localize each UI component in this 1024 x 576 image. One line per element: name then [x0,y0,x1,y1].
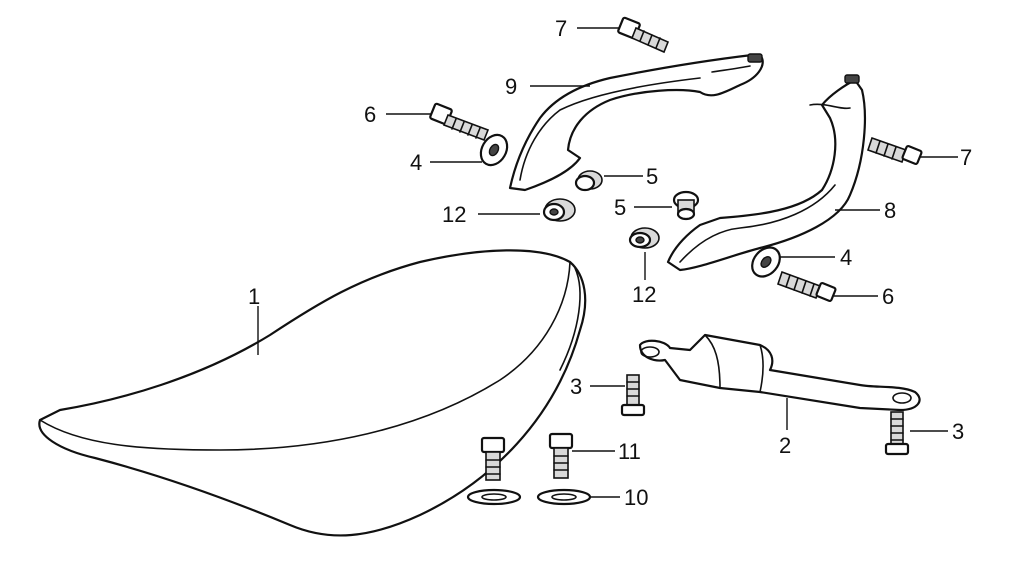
callout-bolt-lower-right: 6 [882,284,894,309]
callout-washer-left: 4 [410,150,422,175]
collar-mid [672,190,700,221]
callout-bracket-bolt-left: 3 [570,374,582,399]
bracket-bolt-right [884,411,910,456]
stud-bolt-right [548,432,574,479]
callout-rubber-right: 12 [632,282,656,307]
leader-lines [257,27,958,498]
bolt-lower-right [776,270,837,302]
callout-stud-bolt: 11 [618,439,641,464]
washer-right [751,246,781,278]
callout-seat-bracket: 2 [779,433,791,458]
callout-collar-mid: 5 [614,195,626,220]
seat [38,249,587,537]
callout-collar-top: 5 [646,164,658,189]
callout-bracket-bolt-right: 3 [952,419,964,444]
callout-flat-washer: 10 [624,485,648,510]
callouts: 1 2 3 3 4 4 5 5 6 6 7 7 8 9 10 11 12 12 [248,16,972,510]
grab-rail-left [508,53,764,192]
callout-grab-rail-left: 9 [505,74,517,99]
callout-grab-rail-right: 8 [884,198,896,223]
callout-rubber-left: 12 [442,202,466,227]
callout-bolt-right: 7 [960,145,972,170]
grab-rail-right [666,74,866,272]
callout-seat: 1 [248,284,260,309]
bolt-top [617,16,670,54]
seat-bracket [638,333,921,412]
bolt-upper-left [429,102,490,142]
flat-washer-right [536,488,592,506]
collar-top [574,170,603,192]
bolt-right [866,136,923,165]
stud-bolt-left [480,436,506,481]
callout-bolt-top: 7 [555,16,567,41]
bracket-bolt-left [620,374,646,417]
callout-washer-right: 4 [840,245,852,270]
flat-washer-left [466,488,522,506]
callout-bolt-upper-left: 6 [364,102,376,127]
rubber-left [542,198,576,222]
washer-left [479,133,509,167]
rubber-right [628,227,660,249]
